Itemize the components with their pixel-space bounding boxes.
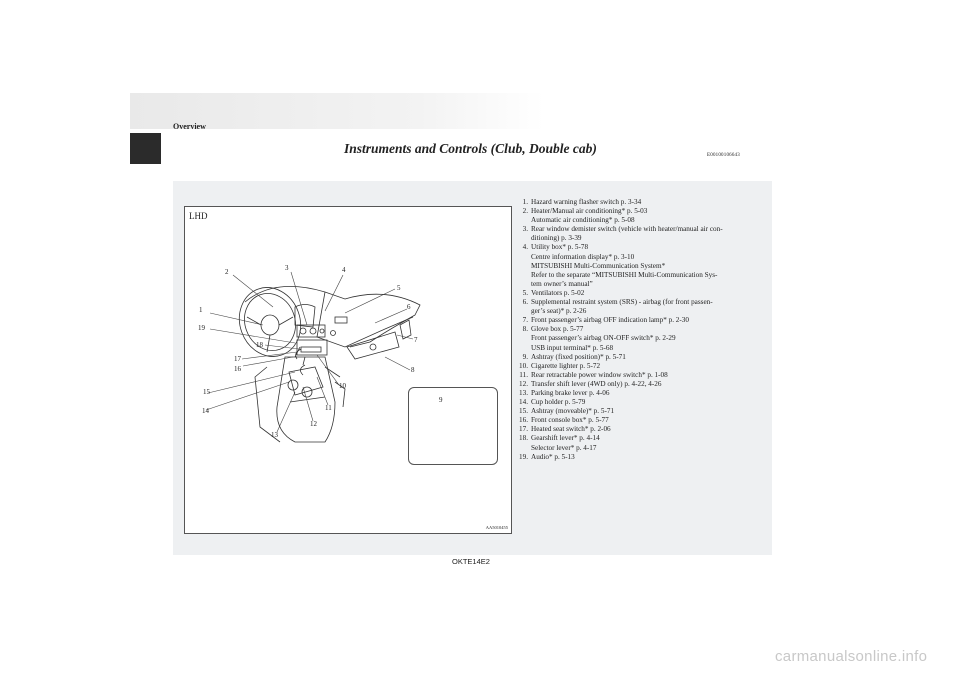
callout-11: 11 xyxy=(325,404,332,412)
item-number: 16. xyxy=(519,416,528,425)
item-text: Ashtray (moveable)* p. 5-71 xyxy=(531,407,615,416)
callout-3: 3 xyxy=(285,264,289,272)
item-number: 5. xyxy=(522,288,528,297)
callout-17: 17 xyxy=(234,355,241,363)
dashboard-figure: LHD AA5010455 xyxy=(184,206,512,534)
item-number: 19. xyxy=(519,452,528,461)
item-text: Hazard warning flasher switch p. 3-34 xyxy=(531,198,642,206)
callout-1: 1 xyxy=(199,306,203,314)
item-text: Centre information display* p. 3-10 xyxy=(531,252,635,261)
item-number: 11. xyxy=(519,370,528,379)
callout-14: 14 xyxy=(202,407,209,415)
list-item: 11.Rear retractable power window switch*… xyxy=(514,371,772,380)
list-item: 1.Hazard warning flasher switch p. 3-34 xyxy=(514,198,772,207)
section-marker xyxy=(130,133,161,164)
item-number: 9. xyxy=(522,352,528,361)
item-text: Rear retractable power window switch* p.… xyxy=(531,370,668,379)
item-text: Heater/Manual air conditioning* p. 5-03 xyxy=(531,207,648,216)
item-text: Front passenger’s airbag OFF indication … xyxy=(531,316,689,325)
list-item: 3.Rear window demister switch (vehicle w… xyxy=(514,225,772,243)
item-text: Ventilators p. 5-02 xyxy=(531,288,585,297)
list-item: 7.Front passenger’s airbag OFF indicatio… xyxy=(514,316,772,325)
list-item: 2.Heater/Manual air conditioning* p. 5-0… xyxy=(514,207,772,225)
callout-7: 7 xyxy=(414,336,418,344)
item-text: Automatic air conditioning* p. 5-08 xyxy=(531,216,635,225)
item-number: 15. xyxy=(519,407,528,416)
list-item: 12.Transfer shift lever (4WD only) p. 4-… xyxy=(514,380,772,389)
item-text: Front passenger’s airbag ON-OFF switch* … xyxy=(531,334,676,343)
item-text: Selector lever* p. 4-17 xyxy=(531,443,597,452)
list-item: 10.Cigarette lighter p. 5-72 xyxy=(514,362,772,371)
callout-8: 8 xyxy=(411,366,415,374)
item-number: 17. xyxy=(519,425,528,434)
list-item: 6.Supplemental restraint system (SRS) - … xyxy=(514,298,772,316)
callout-15: 15 xyxy=(203,388,210,396)
callout-5: 5 xyxy=(397,284,401,292)
list-item: 17.Heated seat switch* p. 2-06 xyxy=(514,425,772,434)
item-text: Transfer shift lever (4WD only) p. 4-22,… xyxy=(531,379,662,388)
header-band xyxy=(130,93,544,129)
item-number: 7. xyxy=(522,316,528,325)
item-text: tem owner’s manual” xyxy=(531,279,593,288)
list-item: 15.Ashtray (moveable)* p. 5-71 xyxy=(514,407,772,416)
item-text: Cup holder p. 5-79 xyxy=(531,398,586,407)
item-number: 8. xyxy=(522,325,528,334)
callout-19: 19 xyxy=(198,324,205,332)
page-title: Instruments and Controls (Club, Double c… xyxy=(344,141,597,156)
document-code: E00100106643 xyxy=(707,153,740,158)
item-number: 2. xyxy=(522,207,528,216)
item-text: Cigarette lighter p. 5-72 xyxy=(531,361,601,370)
callout-18: 18 xyxy=(256,341,263,349)
item-text: Supplemental restraint system (SRS) - ai… xyxy=(531,298,713,307)
item-text: Utility box* p. 5-78 xyxy=(531,243,589,252)
callout-16: 16 xyxy=(234,365,241,373)
watermark: carmanualsonline.info xyxy=(775,648,928,665)
item-number: 3. xyxy=(522,225,528,234)
callout-9: 9 xyxy=(439,396,443,404)
figure-code: AA5010455 xyxy=(485,525,508,530)
dashboard-drawing xyxy=(205,271,486,458)
inset-detail xyxy=(408,387,498,465)
item-text: USB input terminal* p. 5-68 xyxy=(531,343,614,352)
callout-12: 12 xyxy=(310,420,317,428)
item-number: 13. xyxy=(519,388,528,397)
item-text: Rear window demister switch (vehicle wit… xyxy=(531,225,723,234)
callout-6: 6 xyxy=(407,303,411,311)
item-text: Audio* p. 5-13 xyxy=(531,452,575,461)
callout-2: 2 xyxy=(225,268,229,276)
section-label: Overview xyxy=(173,122,206,131)
list-item: 16.Front console box* p. 5-77 xyxy=(514,416,772,425)
footer-code: OKTE14E2 xyxy=(452,557,490,566)
item-number: 1. xyxy=(522,198,528,206)
item-text: Glove box p. 5-77 xyxy=(531,325,584,334)
item-text: ditioning) p. 3-39 xyxy=(531,234,582,243)
item-text: ger’s seat)* p. 2-26 xyxy=(531,307,587,316)
item-text: Front console box* p. 5-77 xyxy=(531,416,609,425)
item-number: 4. xyxy=(522,243,528,252)
item-text: Gearshift lever* p. 4-14 xyxy=(531,434,600,443)
item-number: 10. xyxy=(519,361,528,370)
drive-side-label: LHD xyxy=(189,211,208,221)
list-item: 13.Parking brake lever p. 4-06 xyxy=(514,389,772,398)
callout-10: 10 xyxy=(339,382,346,390)
item-text: Refer to the separate “MITSUBISHI Multi-… xyxy=(531,270,718,279)
item-number: 12. xyxy=(519,379,528,388)
callout-13: 13 xyxy=(271,431,278,439)
item-text: Ashtray (fixed position)* p. 5-71 xyxy=(531,352,626,361)
item-text: Heated seat switch* p. 2-06 xyxy=(531,425,611,434)
list-item: 19.Audio* p. 5-13 xyxy=(514,453,772,462)
item-text: MITSUBISHI Multi-Communication System* xyxy=(531,261,666,270)
item-number: 18. xyxy=(519,434,528,443)
callout-4: 4 xyxy=(342,266,346,274)
list-item: 9.Ashtray (fixed position)* p. 5-71 xyxy=(514,353,772,362)
item-text: Parking brake lever p. 4-06 xyxy=(531,388,610,397)
list-item: 5.Ventilators p. 5-02 xyxy=(514,289,772,298)
item-number: 6. xyxy=(522,298,528,307)
item-number: 14. xyxy=(519,398,528,407)
list-item: 14.Cup holder p. 5-79 xyxy=(514,398,772,407)
